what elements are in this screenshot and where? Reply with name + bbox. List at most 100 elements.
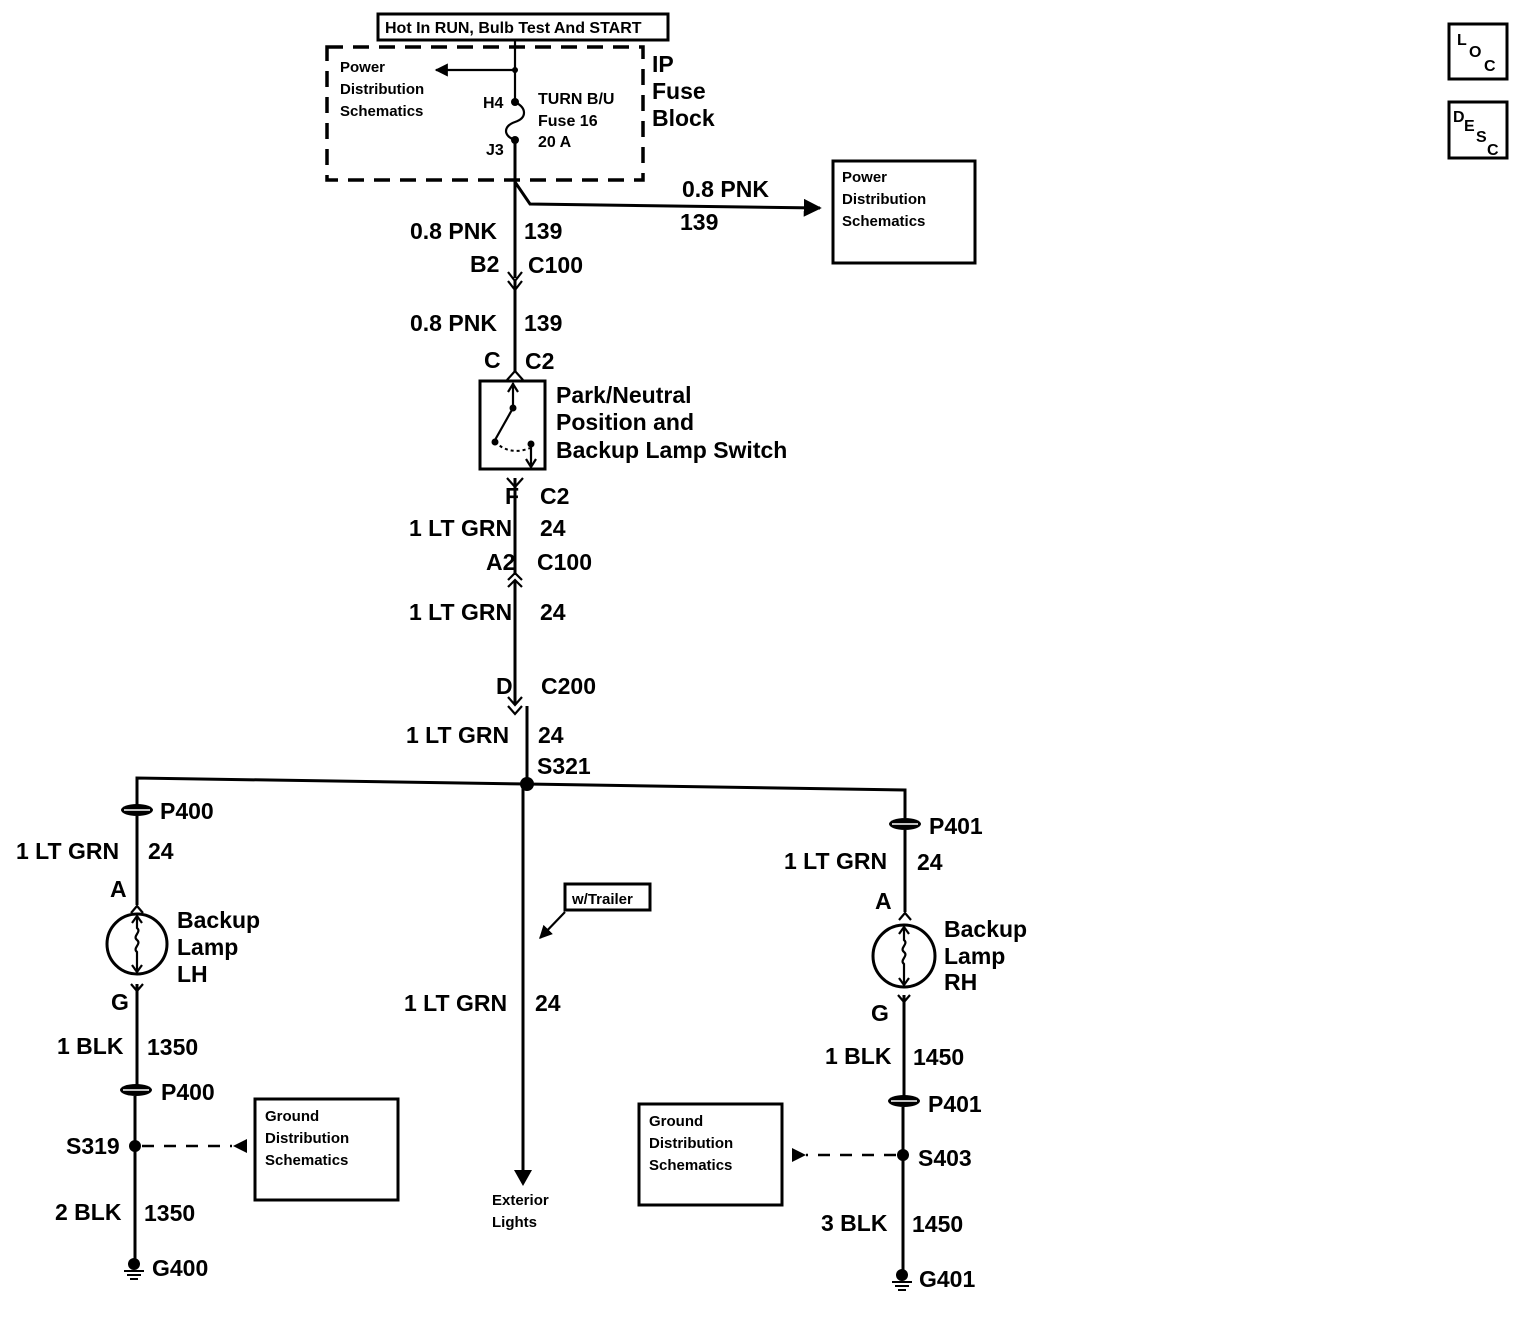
ip-fuse-block: IP Fuse Block Power Distribution Schemat…	[325, 40, 715, 182]
svg-text:Distribution: Distribution	[649, 1135, 733, 1152]
svg-text:F: F	[505, 483, 519, 509]
connector-c200	[507, 696, 523, 716]
svg-text:D: D	[496, 673, 513, 699]
power-distribution-ref-inner[interactable]: Power Distribution Schematics	[340, 59, 424, 120]
svg-text:P401: P401	[928, 1091, 982, 1117]
svg-text:Ground: Ground	[265, 1108, 319, 1125]
svg-text:2 BLK: 2 BLK	[55, 1199, 122, 1225]
svg-text:1 BLK: 1 BLK	[825, 1043, 892, 1069]
svg-text:B2: B2	[470, 251, 499, 277]
svg-text:C: C	[484, 347, 501, 373]
power-distribution-ref-box[interactable]: Power Distribution Schematics	[831, 159, 977, 265]
fuse-symbol	[504, 101, 526, 142]
svg-text:Power: Power	[340, 59, 385, 76]
svg-text:D: D	[1453, 109, 1465, 126]
svg-text:P401: P401	[929, 813, 983, 839]
svg-text:1 LT GRN: 1 LT GRN	[409, 515, 512, 541]
trailer-option-label: w/Trailer	[539, 882, 652, 939]
svg-text:G400: G400	[152, 1255, 208, 1281]
svg-text:A: A	[875, 888, 892, 914]
svg-text:TURN B/U: TURN B/U	[538, 91, 614, 108]
svg-text:24: 24	[540, 515, 566, 541]
svg-text:Schematics: Schematics	[340, 103, 423, 120]
svg-text:S319: S319	[66, 1133, 120, 1159]
backup-lamp-rh-icon	[871, 923, 937, 989]
svg-text:Position and: Position and	[556, 409, 694, 435]
svg-text:RH: RH	[944, 969, 977, 995]
svg-text:A: A	[110, 876, 127, 902]
svg-text:Distribution: Distribution	[340, 81, 424, 98]
ground-distribution-ref-lh[interactable]: Ground Distribution Schematics	[253, 1097, 400, 1202]
svg-text:S321: S321	[537, 753, 591, 779]
svg-text:24: 24	[917, 849, 943, 875]
svg-text:Lights: Lights	[492, 1214, 537, 1231]
svg-text:O: O	[1469, 44, 1481, 61]
svg-text:IP: IP	[652, 51, 674, 77]
desc-button[interactable]: D E S C	[1447, 100, 1509, 160]
svg-text:Ground: Ground	[649, 1113, 703, 1130]
svg-text:3 BLK: 3 BLK	[821, 1210, 888, 1236]
svg-text:L: L	[1457, 32, 1467, 49]
svg-text:20 A: 20 A	[538, 134, 572, 151]
svg-text:C2: C2	[525, 348, 554, 374]
arrow-down-icon	[514, 1170, 532, 1186]
svg-text:Schematics: Schematics	[649, 1157, 732, 1174]
connector-p401-top	[889, 818, 921, 830]
rh-branch: P401 1 LT GRN 24 A Backup Lamp RH G 1 BL…	[637, 813, 1027, 1292]
svg-text:Schematics: Schematics	[265, 1152, 348, 1169]
splice-s319	[129, 1140, 141, 1152]
svg-text:G: G	[111, 989, 129, 1015]
condition-label: Hot In RUN, Bulb Test And START	[385, 20, 642, 37]
svg-text:Park/Neutral: Park/Neutral	[556, 382, 692, 408]
svg-text:1350: 1350	[144, 1200, 195, 1226]
svg-text:1450: 1450	[912, 1211, 963, 1237]
connector-p400-bottom	[120, 1084, 152, 1096]
lh-branch: P400 1 LT GRN 24 A Backup Lamp LH G 1 BL…	[16, 798, 400, 1281]
svg-text:Backup: Backup	[177, 907, 260, 933]
svg-text:1350: 1350	[147, 1034, 198, 1060]
svg-text:S403: S403	[918, 1145, 972, 1171]
svg-text:139: 139	[680, 209, 718, 235]
svg-text:1 BLK: 1 BLK	[57, 1033, 124, 1059]
backup-lamp-lh-icon	[105, 912, 169, 976]
ground-g400-icon	[124, 1258, 144, 1280]
connector-p401-bottom	[888, 1095, 920, 1107]
svg-text:w/Trailer: w/Trailer	[571, 891, 633, 908]
svg-text:24: 24	[538, 722, 564, 748]
svg-text:1 LT GRN: 1 LT GRN	[16, 838, 119, 864]
svg-text:LH: LH	[177, 961, 208, 987]
svg-text:C100: C100	[537, 549, 592, 575]
svg-text:H4: H4	[483, 95, 504, 112]
svg-text:Schematics: Schematics	[842, 213, 925, 230]
svg-text:Exterior: Exterior	[492, 1192, 549, 1209]
svg-text:A2: A2	[486, 549, 515, 575]
svg-text:C200: C200	[541, 673, 596, 699]
svg-text:C2: C2	[540, 483, 569, 509]
svg-text:E: E	[1464, 118, 1475, 135]
svg-text:Block: Block	[652, 105, 715, 131]
loc-button[interactable]: L O C	[1447, 22, 1509, 81]
svg-text:1450: 1450	[913, 1044, 964, 1070]
svg-text:Fuse 16: Fuse 16	[538, 113, 598, 130]
svg-text:Lamp: Lamp	[177, 934, 238, 960]
svg-text:0.8 PNK: 0.8 PNK	[682, 176, 769, 202]
connector-p400-top	[121, 804, 153, 816]
park-neutral-switch	[478, 379, 547, 471]
wire-label: 0.8 PNK	[410, 218, 497, 244]
svg-text:1 LT GRN: 1 LT GRN	[784, 848, 887, 874]
svg-text:C: C	[1484, 58, 1496, 75]
condition-label-box: Hot In RUN, Bulb Test And START	[376, 12, 670, 42]
connector-c2-top	[506, 369, 524, 381]
svg-text:24: 24	[148, 838, 174, 864]
ground-distribution-ref-rh[interactable]: Ground Distribution Schematics	[637, 1102, 784, 1207]
ground-g401-icon	[892, 1269, 912, 1291]
splice-s403	[897, 1149, 909, 1161]
svg-text:1 LT GRN: 1 LT GRN	[404, 990, 507, 1016]
svg-text:Power: Power	[842, 169, 887, 186]
svg-text:1 LT GRN: 1 LT GRN	[409, 599, 512, 625]
svg-text:24: 24	[535, 990, 561, 1016]
svg-text:1 LT GRN: 1 LT GRN	[406, 722, 509, 748]
svg-text:S: S	[1476, 129, 1487, 146]
svg-text:J3: J3	[486, 142, 504, 159]
svg-text:C100: C100	[528, 252, 583, 278]
